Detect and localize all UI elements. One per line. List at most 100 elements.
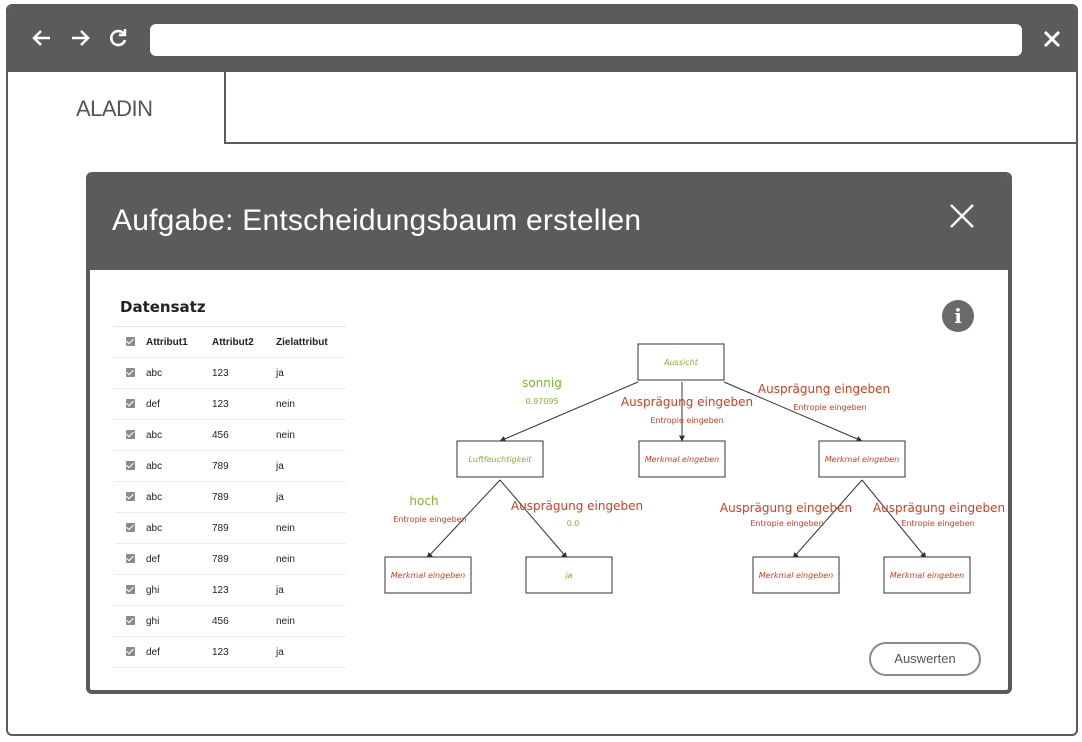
row-checkbox[interactable]	[114, 388, 146, 420]
address-bar[interactable]	[150, 24, 1022, 56]
edge-value-label[interactable]: Ausprägung eingeben	[720, 501, 852, 515]
table-cell: abc	[146, 481, 212, 513]
checkbox-icon[interactable]	[126, 523, 135, 533]
row-checkbox[interactable]	[114, 450, 146, 482]
table-cell: 456	[212, 419, 276, 451]
arrow-left-icon[interactable]	[30, 26, 54, 50]
table-cell: def	[146, 636, 212, 668]
table-cell: ja	[276, 357, 346, 389]
task-modal: Aufgabe: Entscheidungsbaum erstellen Dat…	[86, 172, 1012, 694]
checkbox-icon[interactable]	[126, 616, 135, 626]
row-checkbox[interactable]	[114, 419, 146, 451]
column-header: Attribut2	[212, 326, 276, 358]
checkbox-icon[interactable]	[126, 492, 135, 502]
row-checkbox[interactable]	[114, 636, 146, 668]
tree-edge	[426, 479, 501, 559]
node-label: Luftfeuchtigkeit	[468, 455, 532, 464]
tab-aladin[interactable]: ALADIN	[8, 72, 226, 144]
tree-edge	[499, 479, 568, 559]
table-cell: ghi	[146, 605, 212, 637]
evaluate-button[interactable]: Auswerten	[869, 642, 981, 676]
tab-label: ALADIN	[76, 96, 153, 121]
row-checkbox[interactable]	[114, 574, 146, 606]
edge-value-label[interactable]: hoch	[409, 494, 438, 508]
edge-entropy-label[interactable]: 0.0	[567, 519, 580, 528]
header-checkbox[interactable]	[114, 326, 146, 358]
tree-edge	[499, 381, 639, 442]
edge-value-label[interactable]: Ausprägung eingeben	[873, 501, 1005, 515]
table-cell: nein	[276, 605, 346, 637]
checkbox-icon[interactable]	[126, 430, 135, 440]
table-cell: 789	[212, 481, 276, 513]
table-cell: def	[146, 388, 212, 420]
edge-entropy-label[interactable]: Entropie eingeben	[901, 519, 974, 528]
reload-icon[interactable]	[106, 26, 130, 50]
row-checkbox[interactable]	[114, 605, 146, 637]
modal-title: Aufgabe: Entscheidungsbaum erstellen	[112, 204, 642, 237]
edge-value-label[interactable]: Ausprägung eingeben	[758, 382, 890, 396]
table-cell: nein	[276, 388, 346, 420]
edge-entropy-label[interactable]: Entropie eingeben	[793, 403, 866, 412]
row-checkbox[interactable]	[114, 512, 146, 544]
dataset-title: Datensatz	[120, 298, 206, 316]
table-cell: ghi	[146, 574, 212, 606]
checkbox-icon[interactable]	[126, 337, 135, 347]
table-cell: 123	[212, 574, 276, 606]
tree-node-mid[interactable]: Merkmal eingeben	[638, 440, 726, 478]
table-cell: 789	[212, 450, 276, 482]
checkbox-icon[interactable]	[126, 585, 135, 595]
close-icon[interactable]	[1042, 24, 1062, 55]
decision-tree: Aussicht Luftfeuchtigkeit Merkmal eingeb…	[384, 343, 1005, 594]
table-cell: nein	[276, 543, 346, 575]
close-icon[interactable]	[948, 202, 976, 230]
tree-node-left-left[interactable]: Merkmal eingeben	[384, 556, 472, 594]
checkbox-icon[interactable]	[126, 368, 135, 378]
edge-entropy-label[interactable]: Entropie eingeben	[750, 519, 823, 528]
tree-node-left[interactable]: Luftfeuchtigkeit	[456, 440, 544, 478]
table-cell: def	[146, 543, 212, 575]
row-checkbox[interactable]	[114, 543, 146, 575]
info-icon[interactable]: i	[942, 300, 974, 332]
edge-value-label[interactable]: sonnig	[522, 376, 562, 390]
table-cell: 123	[212, 388, 276, 420]
modal-header: Aufgabe: Entscheidungsbaum erstellen	[90, 172, 1008, 270]
table-cell: ja	[276, 636, 346, 668]
tree-node-left-right[interactable]: ja	[525, 556, 613, 594]
edge-entropy-label[interactable]: 0.97095	[525, 397, 558, 406]
node-label: Aussicht	[663, 358, 699, 367]
table-cell: abc	[146, 512, 212, 544]
tree-node-right-left[interactable]: Merkmal eingeben	[752, 556, 840, 594]
node-label: Merkmal eingeben	[890, 571, 965, 580]
edge-entropy-label[interactable]: Entropie eingeben	[650, 416, 723, 425]
checkbox-icon[interactable]	[126, 399, 135, 409]
table-cell: 123	[212, 357, 276, 389]
edge-value-label[interactable]: Ausprägung eingeben	[511, 499, 643, 513]
edge-value-label[interactable]: Ausprägung eingeben	[621, 395, 753, 409]
tree-node-right[interactable]: Merkmal eingeben	[818, 440, 906, 478]
row-checkbox[interactable]	[114, 481, 146, 513]
checkbox-icon[interactable]	[126, 461, 135, 471]
checkbox-icon[interactable]	[126, 554, 135, 564]
tab-divider	[226, 142, 1076, 144]
checkbox-icon[interactable]	[126, 647, 135, 657]
node-label: Merkmal eingeben	[391, 571, 466, 580]
tree-node-right-right[interactable]: Merkmal eingeben	[883, 556, 971, 594]
table-cell: abc	[146, 419, 212, 451]
node-label: ja	[564, 571, 572, 580]
row-checkbox[interactable]	[114, 357, 146, 389]
column-header: Zielattribut	[276, 326, 346, 358]
edge-entropy-label[interactable]: Entropie eingeben	[393, 515, 466, 524]
arrow-right-icon[interactable]	[68, 26, 92, 50]
tree-node-root[interactable]: Aussicht	[637, 343, 725, 381]
